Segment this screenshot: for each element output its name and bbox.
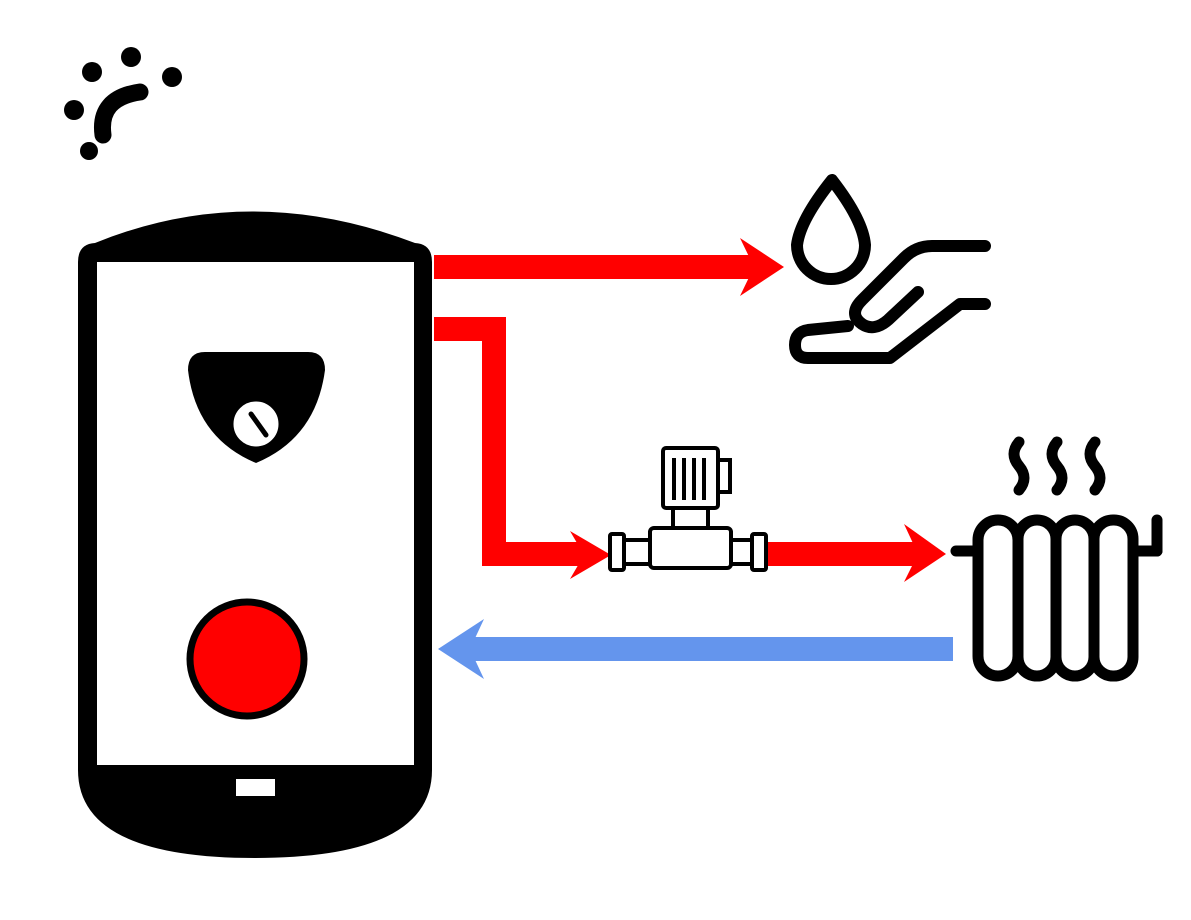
flow-radiator-return (438, 619, 953, 679)
sun-logo-icon (64, 47, 182, 160)
flow-hot-to-pump (434, 317, 611, 579)
red-indicator-light-icon (186, 598, 308, 720)
flow-pump-to-radiator (768, 524, 946, 582)
circulation-pump-icon (608, 446, 768, 572)
heated-radiator-icon (950, 436, 1163, 682)
pressure-gauge-icon (188, 352, 325, 463)
tank-drain-slot (236, 779, 275, 796)
flow-hot-to-tap (434, 238, 784, 296)
water-drop-hand-icon (789, 174, 991, 364)
water-heater-tank-icon (78, 211, 432, 858)
